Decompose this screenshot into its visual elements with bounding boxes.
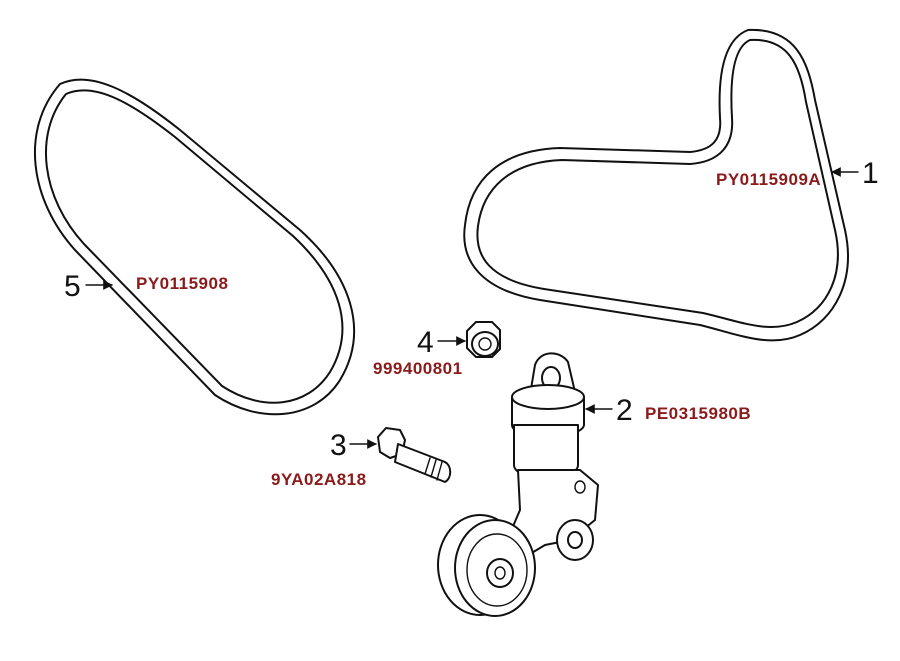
part-code-1[interactable]: PY0115909A (716, 170, 821, 189)
part-code-5[interactable]: PY0115908 (136, 274, 228, 293)
part-code-2[interactable]: PE0315980B (645, 404, 751, 423)
belt-1[interactable] (463, 28, 849, 342)
bolt-3[interactable] (377, 427, 452, 483)
part-code-3[interactable]: 9YA02A818 (271, 470, 367, 489)
part-code-4[interactable]: 999400801 (373, 359, 463, 378)
callout-number-1: 1 (862, 157, 879, 190)
callout-number-4: 4 (417, 326, 434, 359)
nut-4[interactable] (466, 321, 501, 358)
belt-5[interactable] (34, 78, 355, 416)
callout-number-3: 3 (330, 429, 347, 462)
tensioner-2[interactable] (437, 352, 599, 617)
callout-number-2: 2 (616, 394, 633, 427)
callout-number-5: 5 (64, 270, 81, 303)
